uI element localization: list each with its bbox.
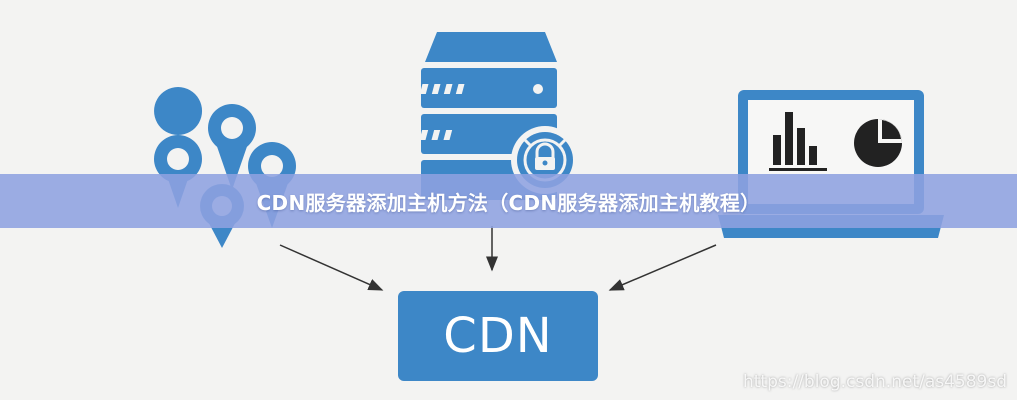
bar-chart-icon (769, 112, 827, 171)
title-banner: CDN服务器添加主机方法（CDN服务器添加主机教程） (0, 174, 1017, 228)
banner-title: CDN服务器添加主机方法（CDN服务器添加主机教程） (256, 190, 761, 215)
cdn-node-label: CDN (443, 308, 553, 364)
arrow-from-pins (279, 244, 384, 291)
arrow-from-laptop (608, 244, 717, 291)
cdn-node: CDN (398, 291, 598, 381)
watermark-text: https://blog.csdn.net/as4589sd (742, 372, 1007, 392)
arrows (279, 226, 717, 291)
map-pin-top (208, 104, 256, 190)
pie-chart-icon (854, 119, 902, 167)
map-pin-small-left (154, 87, 203, 208)
